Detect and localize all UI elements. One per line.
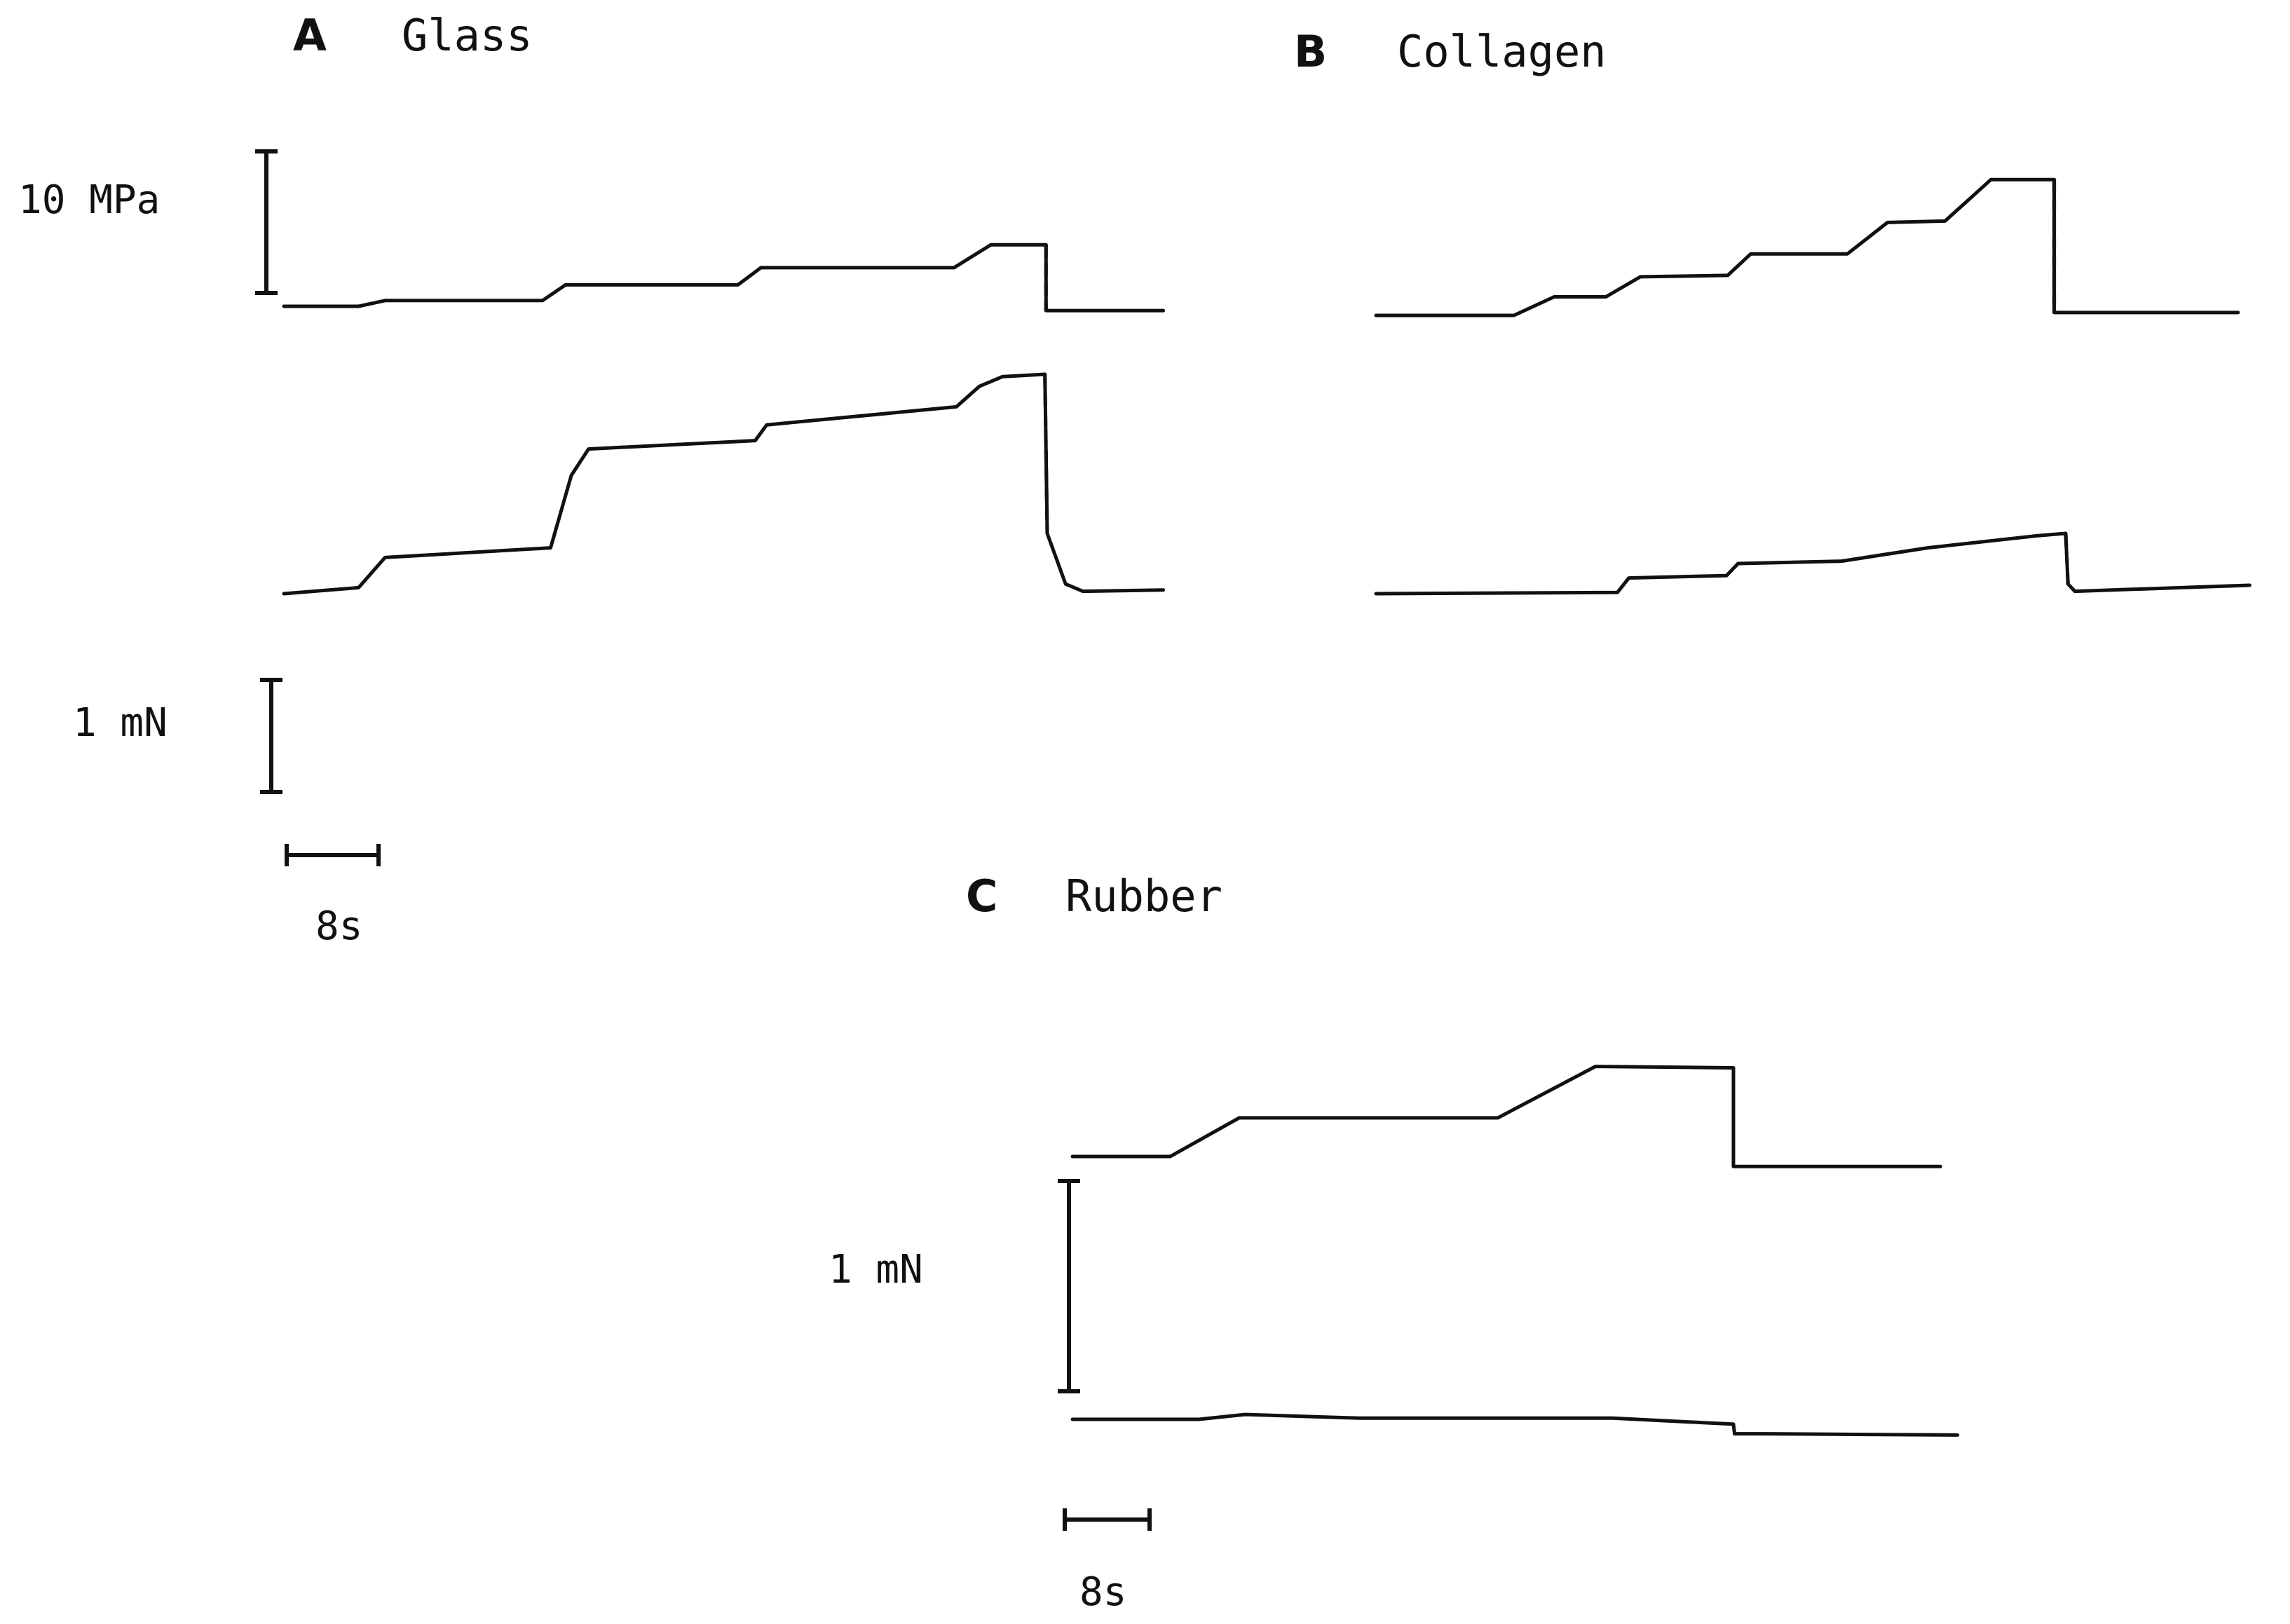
panel-a-title: Glass	[402, 10, 533, 61]
force-scale-bar-a	[260, 678, 282, 794]
panel-c-title: Rubber	[1065, 871, 1222, 922]
panel-b: B Collagen	[1294, 26, 2251, 596]
trace-c-force	[1070, 1412, 1960, 1437]
time-scale-label-a: 8s	[315, 903, 362, 949]
stress-scale-label: 10 MPa	[18, 177, 160, 223]
force-scale-label-c: 1 mN	[829, 1247, 923, 1292]
drop-b-force	[2064, 533, 2070, 585]
trace-b-stress	[1374, 177, 2240, 318]
trace-a-stress	[282, 243, 1166, 313]
stress-scale-bar	[255, 149, 278, 295]
panel-a-letter: A	[293, 10, 327, 61]
trace-c-stress	[1070, 1065, 1942, 1168]
panel-c: C Rubber 1 mN 8s	[829, 871, 1960, 1615]
panel-b-title: Collagen	[1397, 26, 1607, 77]
force-scale-label-a: 1 mN	[73, 700, 168, 746]
time-scale-bar-a	[285, 844, 381, 866]
time-scale-label-c: 8s	[1079, 1569, 1126, 1615]
panel-a: A Glass 10 MPa 1 mN 8s	[18, 10, 1166, 949]
panel-b-letter: B	[1294, 26, 1327, 77]
force-scale-bar-c	[1058, 1179, 1080, 1393]
trace-b-force	[1374, 531, 2251, 596]
time-scale-bar-c	[1063, 1508, 1152, 1531]
panel-c-letter: C	[966, 871, 998, 922]
trace-a-force	[282, 372, 1166, 596]
drop-a-force	[1043, 374, 1049, 534]
